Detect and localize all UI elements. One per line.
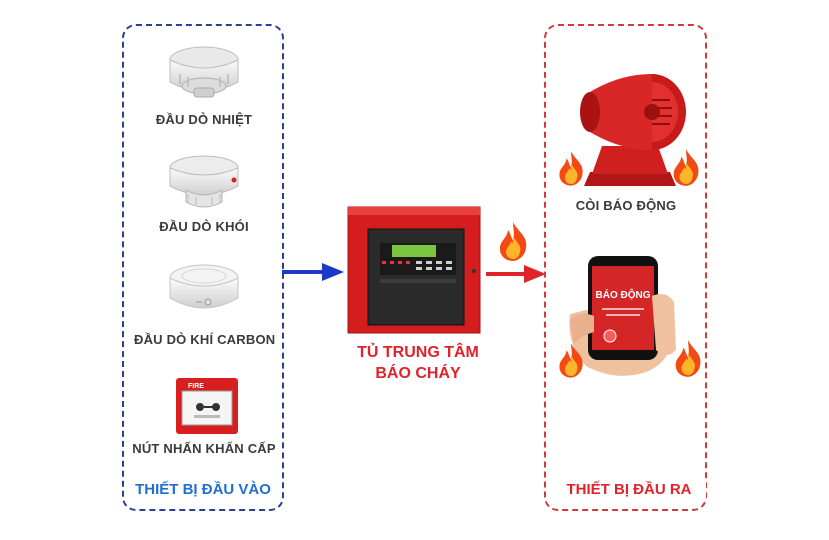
fire-icon — [496, 220, 530, 262]
siren-icon — [560, 66, 700, 190]
control-panel-title-line1: TỦ TRUNG TÂM — [357, 344, 479, 361]
fire-alarm-control-panel-icon — [346, 205, 486, 335]
fire-icon — [670, 146, 702, 188]
emergency-button-label: NÚT NHẤN KHẨN CẤP — [132, 441, 276, 456]
fire-icon — [672, 336, 704, 380]
output-panel-title: THIẾT BỊ ĐẦU RA — [552, 481, 706, 498]
output-arrow — [486, 263, 546, 285]
fire-icon — [556, 340, 586, 380]
carbon-gas-detector-label: ĐẦU DÒ KHÍ CARBON — [134, 332, 276, 347]
output-devices-panel — [544, 24, 707, 511]
smoke-detector-icon — [158, 150, 250, 216]
siren-label: CÒI BÁO ĐỘNG — [575, 198, 677, 213]
fire-icon — [556, 148, 586, 188]
smoke-detector-label: ĐẦU DÒ KHÓI — [159, 219, 249, 234]
input-panel-title: THIẾT BỊ ĐẦU VÀO — [127, 481, 279, 498]
heat-detector-icon — [158, 40, 250, 106]
input-devices-panel — [122, 24, 284, 511]
input-arrow — [282, 261, 344, 283]
heat-detector-label: ĐẦU DÒ NHIỆT — [155, 112, 253, 127]
phone-screen-text: BÁO ĐỘNG — [596, 288, 651, 301]
control-panel-title-line2: BÁO CHÁY — [375, 365, 461, 382]
emergency-button-icon: FIRE — [176, 378, 238, 434]
phone-alert-icon: BÁO ĐỘNG — [566, 254, 684, 382]
control-panel-title: TỦ TRUNG TÂM BÁO CHÁY — [338, 342, 498, 384]
carbon-gas-detector-icon — [158, 260, 250, 322]
fire-text: FIRE — [188, 383, 204, 390]
